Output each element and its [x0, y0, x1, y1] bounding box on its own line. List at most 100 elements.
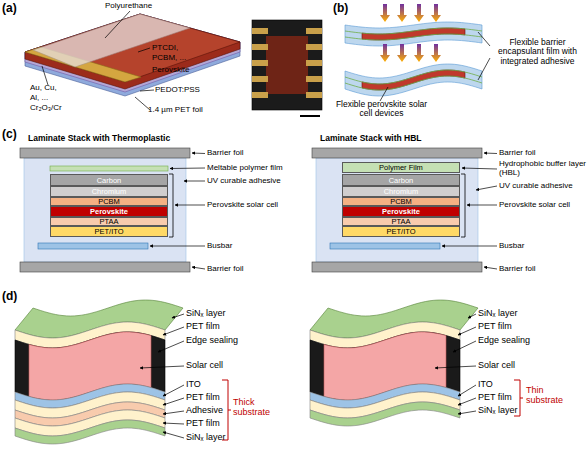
leader-line [140, 90, 154, 91]
layer-label: Au, Cu, [30, 84, 57, 93]
photo-electrode [252, 76, 268, 82]
top-face [25, 14, 240, 82]
light-arrow [397, 44, 407, 62]
layer-box: Chromium [50, 186, 168, 197]
layer-name: Carbon [343, 175, 459, 186]
layer-label: Perovskite [152, 66, 189, 75]
callout-text: Flexible perovskite solar cell devices [334, 100, 429, 119]
leader-line [163, 385, 184, 396]
leader-line [184, 181, 205, 182]
perovskite-layer [25, 14, 240, 89]
uv-adhesive [24, 158, 186, 262]
layer-label: PET film [478, 393, 512, 403]
layer-name: Perovskite [51, 207, 167, 217]
leader-line [458, 327, 476, 335]
leader-line [467, 205, 497, 206]
layer-box: PCBM [342, 197, 460, 206]
photo-electrode [306, 28, 322, 34]
leader-line [42, 66, 48, 85]
pedot-layer [25, 14, 240, 92]
layer-box: Carbon [50, 174, 168, 186]
leader-line [458, 411, 476, 414]
leader-line [380, 87, 388, 101]
leader-line [163, 411, 184, 414]
layer-name: Carbon [51, 175, 167, 186]
layer-box: PET/ITO [342, 226, 460, 237]
layer-label: Busbar [207, 242, 232, 251]
solar-cell-strip [362, 70, 465, 90]
leader-line [170, 168, 205, 170]
stack-title: Laminate Stack with HBL [320, 134, 422, 143]
light-arrow [414, 44, 424, 62]
substrate-label: Thick substrate [233, 398, 278, 418]
leader-line [172, 314, 184, 318]
photo-electrode [252, 60, 268, 66]
layer-name: PTAA [51, 218, 167, 226]
layer-box: Perovskite [50, 206, 168, 217]
layer-label: PEDOT:PSS [155, 86, 200, 95]
substrate-label: Thin substrate [526, 386, 571, 406]
leader-line [462, 168, 497, 169]
light-arrow [431, 44, 441, 62]
layer-name: Chromium [51, 187, 167, 197]
panel-letter: (b) [333, 2, 348, 15]
layer-label: PET film [186, 322, 220, 332]
leader-line [158, 341, 184, 352]
busbar [330, 243, 440, 249]
panel-letter: (c) [2, 128, 17, 141]
uv-adhesive [316, 158, 478, 262]
photo-electrode [306, 76, 322, 82]
pet-foil [25, 14, 240, 96]
layer-label: Cr₂O₃/Cr [30, 104, 62, 113]
leader-line [442, 246, 497, 247]
layer-name: PCBM [343, 198, 459, 206]
leader-line [458, 398, 476, 405]
layer-label: Solar cell [478, 361, 515, 371]
layer-label: ITO [186, 380, 201, 390]
light-arrow [431, 4, 441, 22]
leader-line [163, 423, 184, 424]
light-arrow [380, 4, 390, 22]
photo-electrode [252, 28, 268, 34]
leader-line [138, 48, 150, 52]
panel-letter: (a) [2, 2, 17, 15]
device-photo [252, 20, 322, 110]
leader-line [468, 314, 476, 318]
adhesive-line [345, 34, 482, 40]
photo-electrode [252, 92, 268, 98]
layer-name: Polymer Film [343, 163, 459, 173]
layer-label: Barrier foil [499, 265, 535, 274]
layer-box: Chromium [342, 186, 460, 197]
layer-name: PTAA [343, 218, 459, 226]
layer-name: PET/ITO [51, 227, 167, 237]
layer-box: PCBM [50, 197, 168, 206]
layer-box: PTAA [50, 217, 168, 226]
leader-line [435, 366, 476, 368]
barrier-foil [20, 262, 190, 272]
leader-line [192, 153, 205, 155]
leader-line [175, 205, 205, 206]
layer-label: SiNₓ layer [186, 433, 225, 443]
layer-label: PET film [186, 419, 220, 429]
layer-box: PET/ITO [50, 226, 168, 237]
layer-label: Hydrophobic buffer layer (HBL) [499, 160, 587, 178]
meltable-film [50, 166, 168, 171]
photo-electrode [306, 44, 322, 50]
leader-line [458, 385, 476, 396]
layer-box: Perovskite [342, 206, 460, 217]
photo-cell [266, 36, 308, 94]
layer-label: PTCDI, [152, 44, 178, 53]
layer-name: Perovskite [343, 207, 459, 217]
light-arrow [380, 44, 390, 62]
leader-line [105, 11, 130, 38]
layer-label: UV curable adhesive [207, 177, 281, 186]
encapsulant-film [345, 64, 482, 96]
photo-electrode [306, 60, 322, 66]
leader-line [478, 58, 490, 80]
layer-label: 1.4 µm PET foil [148, 106, 203, 115]
layer-label: Barrier foil [207, 149, 243, 158]
layer-label: Solar cell [186, 361, 223, 371]
substrate-bracket [222, 380, 231, 440]
